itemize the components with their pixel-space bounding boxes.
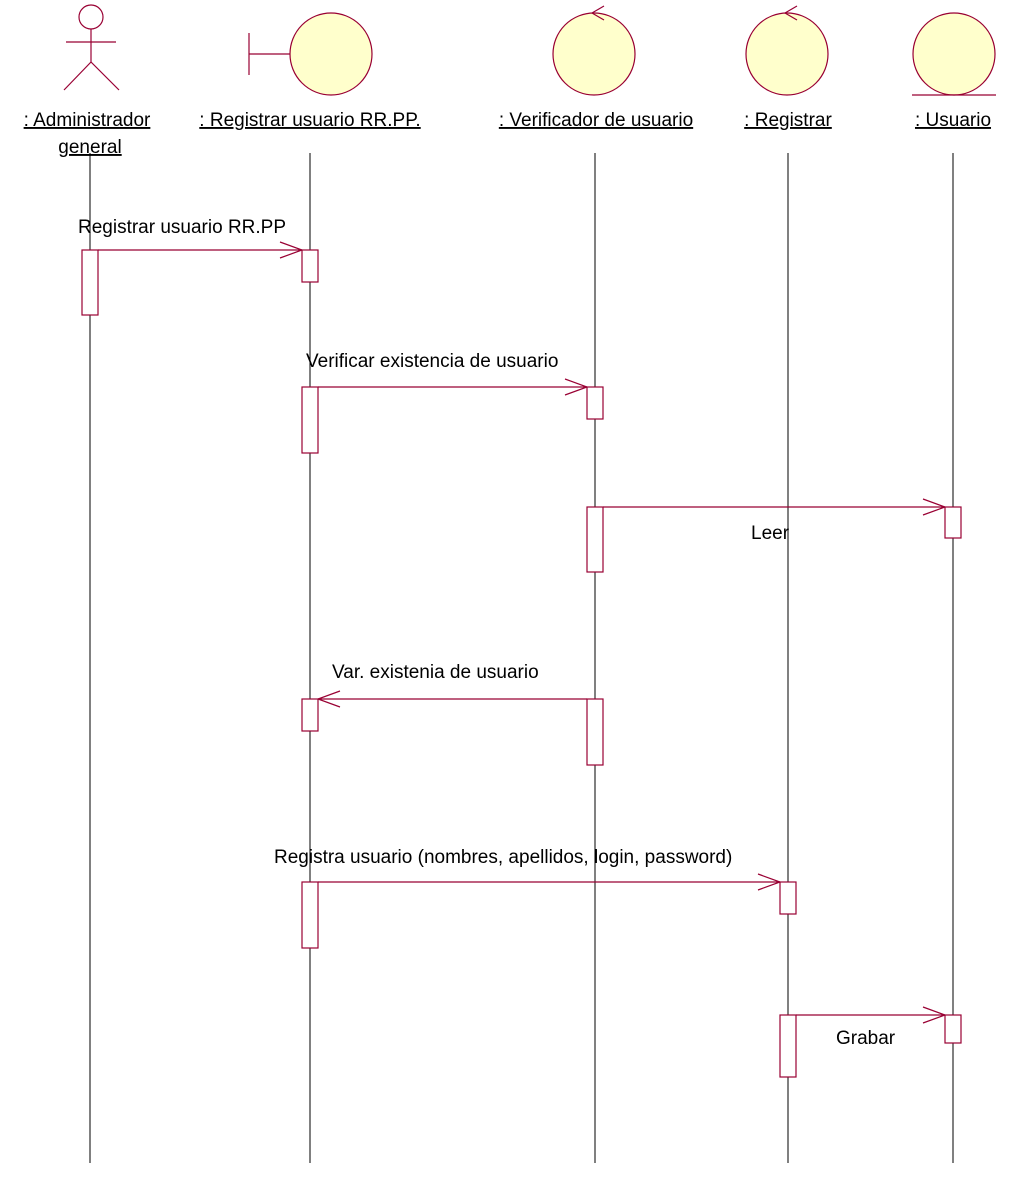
message-label: Registrar usuario RR.PP: [78, 217, 286, 238]
message-label: Registra usuario (nombres, apellidos, lo…: [274, 847, 732, 868]
activation-box: [586, 386, 604, 420]
message-label: Leer: [751, 523, 790, 544]
boundary-label: : Registrar usuario RR.PP.: [199, 110, 420, 131]
message-arrow: [316, 690, 587, 708]
message-arrow: [318, 873, 782, 891]
activation-box: [81, 249, 99, 316]
activation-box: [779, 1014, 797, 1078]
actor-icon: [63, 4, 120, 91]
activation-box: [301, 698, 319, 732]
registrar-label: : Registrar: [744, 110, 832, 131]
activation-box: [944, 506, 962, 539]
activation-box: [301, 249, 319, 283]
message-label: Var. existenia de usuario: [332, 662, 539, 683]
activation-box: [301, 386, 319, 454]
verificador-label: : Verificador de usuario: [499, 110, 693, 131]
activation-box: [944, 1014, 962, 1044]
message-arrow: [318, 378, 589, 396]
message-arrow: [796, 1006, 947, 1024]
admin-label-line2: general: [58, 137, 121, 158]
activation-box: [779, 881, 797, 915]
boundary-icon: [248, 12, 373, 96]
entity-icon: [912, 12, 996, 96]
message-arrow: [603, 498, 947, 516]
activation-box: [586, 506, 604, 573]
admin-label-line1: : Administrador: [24, 110, 151, 131]
control-icon: [745, 5, 829, 96]
message-arrow: [98, 241, 304, 259]
activation-box: [301, 881, 319, 949]
message-label: Verificar existencia de usuario: [306, 351, 558, 372]
usuario-label: : Usuario: [915, 110, 991, 131]
control-icon: [552, 5, 636, 96]
activation-box: [586, 698, 604, 766]
message-label: Grabar: [836, 1028, 896, 1049]
